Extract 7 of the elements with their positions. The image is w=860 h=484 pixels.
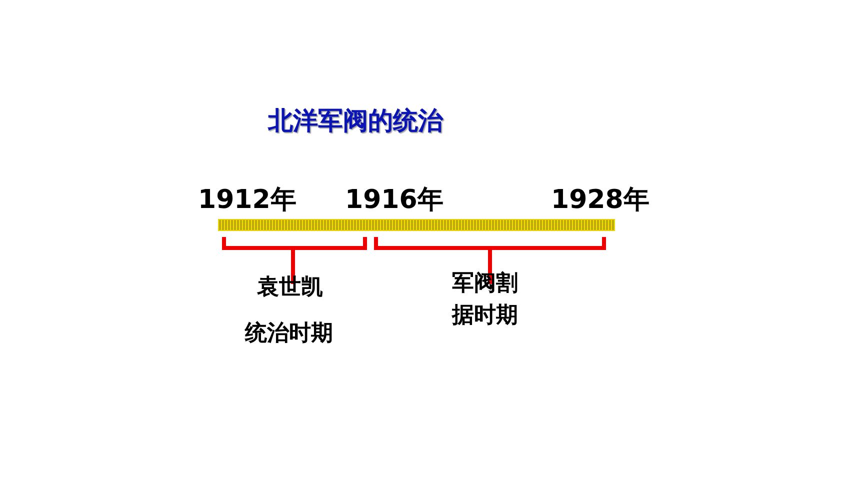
period-label: 军阀割据时期 bbox=[452, 270, 519, 330]
year-label: 1912年 bbox=[198, 184, 296, 217]
period-label: 袁世凯 bbox=[257, 274, 323, 302]
period-label: 统治时期 bbox=[245, 320, 333, 348]
year-label: 1916年 bbox=[345, 184, 444, 217]
year-label: 1928年 bbox=[551, 184, 650, 217]
title: 北洋军阀的统治 bbox=[268, 105, 443, 137]
